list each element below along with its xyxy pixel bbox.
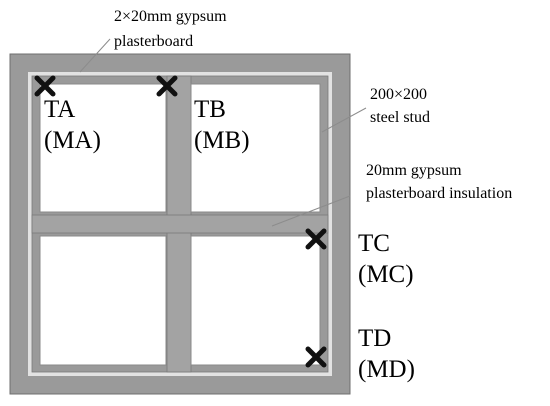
cross-icon [305,346,327,368]
leader-insulation [271,195,351,227]
insulation-label-line1: 20mm gypsum [366,162,462,179]
point-td-label: TD [358,325,391,352]
point-mb-label: (MB) [194,127,250,154]
stiffener-horizontal [31,214,329,234]
point-tb-label: TB [194,96,226,123]
marker-td [305,346,327,368]
marker-tc [305,228,327,250]
point-mc-label: (MC) [358,261,414,288]
plasterboard-label-line2: plasterboard [114,33,193,50]
point-ma-label: (MA) [44,127,101,154]
point-md-label: (MD) [358,356,415,383]
markers [34,75,327,368]
marker-tb [156,75,178,97]
cavity-top-right [190,83,321,213]
cross-icon [305,228,327,250]
cavity-top-left [39,83,167,213]
insulation-label-line2: plasterboard insulation [366,185,512,202]
stud-label-line1: 200×200 [370,86,427,103]
leader-stud [321,107,367,133]
plasterboard-label-line1: 2×20mm gypsum [114,8,227,25]
marker-ta [34,75,56,97]
cavity-bottom-right [190,235,321,366]
leader-plasterboard [79,38,111,73]
cavity-bottom-left [39,235,167,366]
point-tc-label: TC [358,230,390,257]
cross-icon [156,75,178,97]
stud-label-line2: steel stud [370,109,430,126]
cross-icon [34,75,56,97]
point-ta-label: TA [44,96,75,123]
